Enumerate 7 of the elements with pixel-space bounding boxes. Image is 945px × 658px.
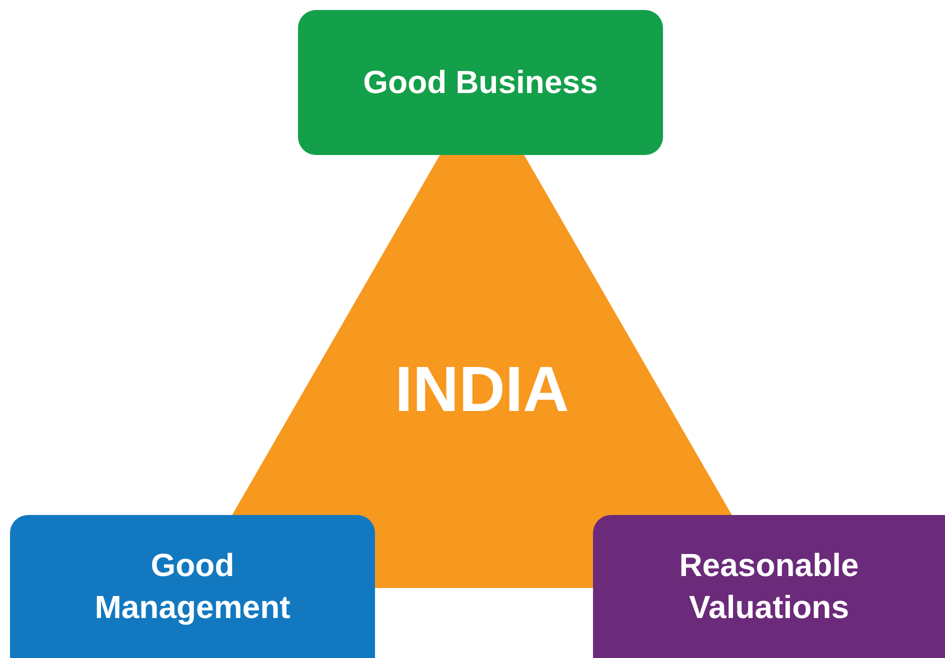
- rounded-box: [298, 10, 663, 155]
- box-label: Reasonable Valuations: [678, 546, 860, 626]
- center-label: INDIA: [394, 352, 570, 428]
- box-label: Good Management: [94, 546, 292, 627]
- box-label: Good Business: [363, 62, 598, 102]
- rounded-box: [593, 515, 945, 658]
- rounded-box: [10, 515, 375, 658]
